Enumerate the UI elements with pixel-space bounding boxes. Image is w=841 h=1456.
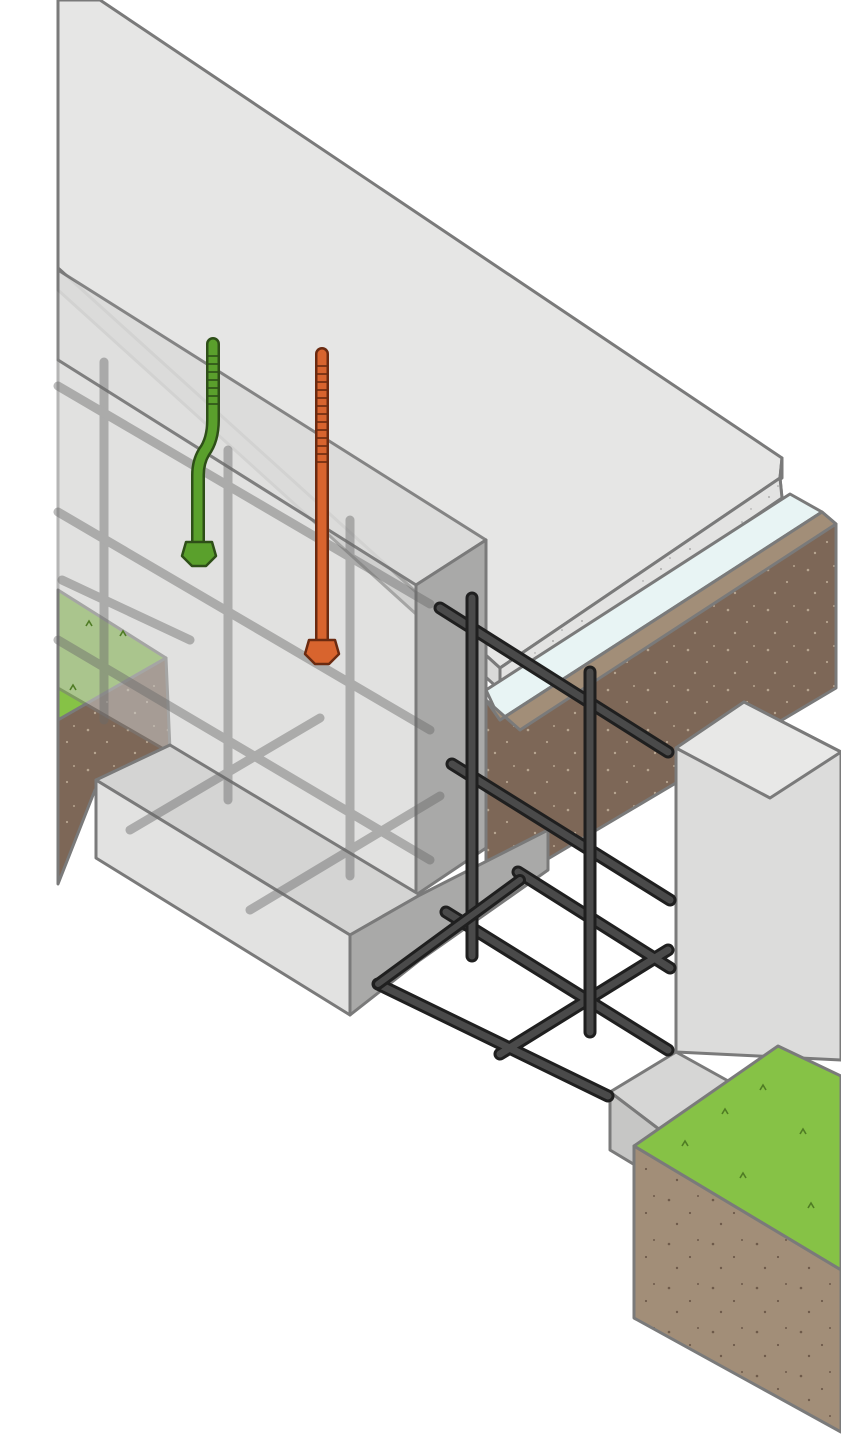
grass-tufts: [69, 619, 815, 1209]
anchor-bolt-green: [180, 337, 220, 568]
embedded-rebar: [53, 357, 445, 915]
rebar-cage: [371, 591, 677, 1103]
anchor-bolt-orange: [303, 347, 341, 666]
pier-right: [608, 700, 841, 1182]
soil-block-right: [632, 1044, 841, 1434]
